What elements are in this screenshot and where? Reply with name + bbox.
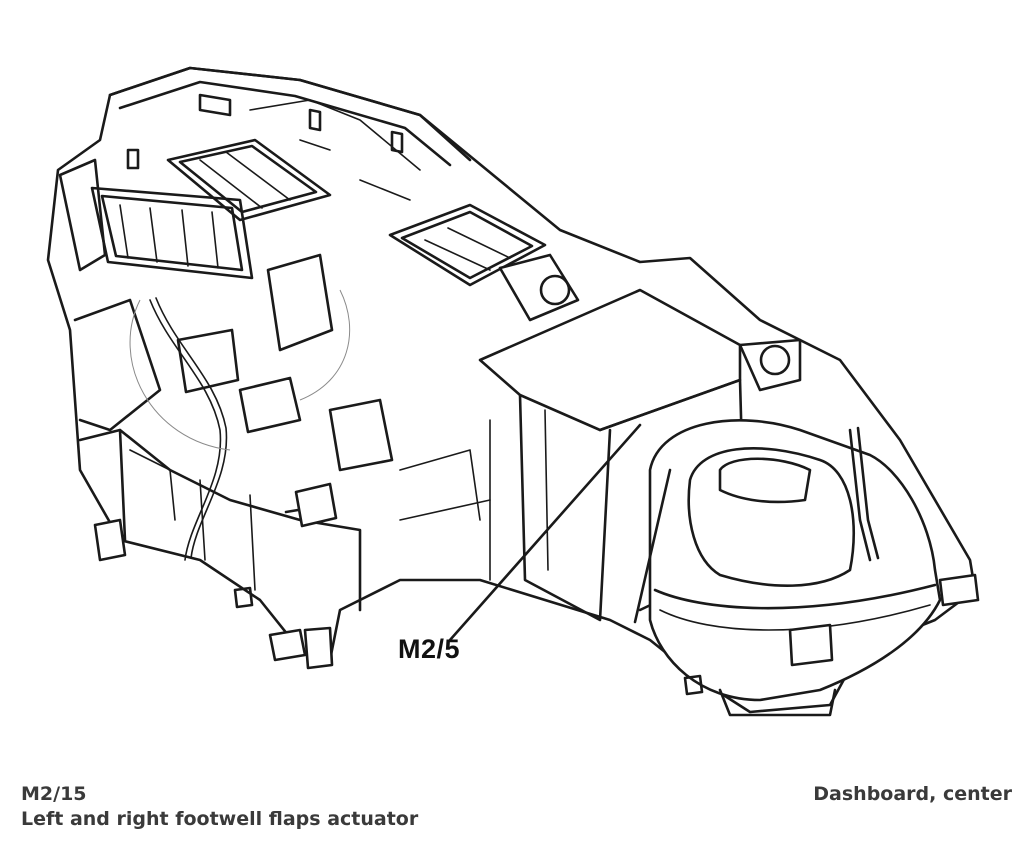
outlet-frame-left bbox=[90, 186, 254, 280]
blower-assembly bbox=[648, 338, 980, 717]
component-description: Left and right footwell flaps actuator bbox=[21, 808, 419, 830]
callout-leader-lines bbox=[448, 423, 672, 642]
bottom-fittings bbox=[93, 518, 704, 696]
actuator-blocks bbox=[176, 253, 580, 528]
outlet-frame-center bbox=[388, 203, 547, 287]
top-surface bbox=[108, 66, 472, 201]
left-module bbox=[58, 158, 362, 612]
tubing bbox=[149, 297, 228, 561]
component-location: Dashboard, center bbox=[813, 783, 1012, 805]
background-arcs bbox=[129, 289, 351, 451]
hvac-housing-drawing bbox=[46, 66, 980, 717]
callout-label-m2-5: M2/5 bbox=[398, 634, 461, 664]
outlet-frame-top bbox=[166, 138, 332, 222]
component-code: M2/15 bbox=[21, 783, 87, 805]
